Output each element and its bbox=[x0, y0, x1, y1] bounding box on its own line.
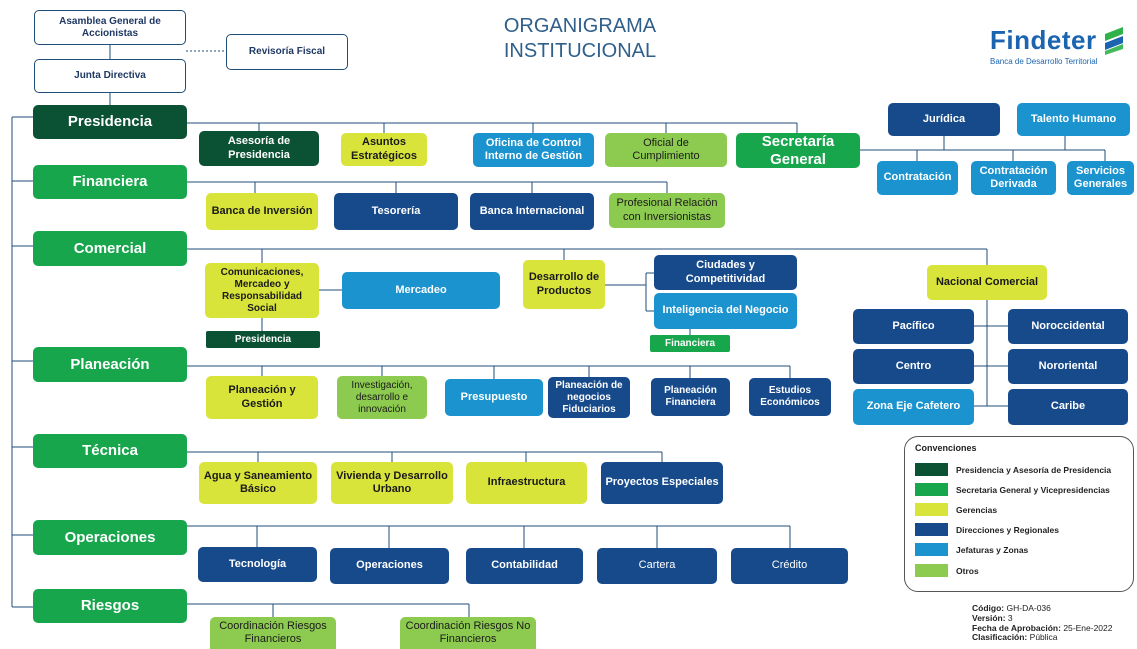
legend-item: Otros bbox=[915, 564, 979, 577]
planeacion-financiera-box: Planeación Financiera bbox=[651, 378, 730, 416]
asamblea-box: Asamblea General de Accionistas bbox=[34, 10, 186, 45]
revisoria-box: Revisoría Fiscal bbox=[226, 34, 348, 70]
banca-inversion-box: Banca de Inversión bbox=[206, 193, 318, 230]
riesgos-no-financieros-box: Coordinación Riesgos No Financieros bbox=[400, 617, 536, 649]
presupuesto-box: Presupuesto bbox=[445, 379, 543, 416]
estudios-box: Estudios Económicos bbox=[749, 378, 831, 416]
logo-name: Findeter bbox=[990, 25, 1097, 55]
legend-swatch bbox=[915, 543, 948, 556]
document-meta: Código: GH-DA-036 Versión: 3 Fecha de Ap… bbox=[972, 603, 1113, 643]
presidencia-tag: Presidencia bbox=[206, 331, 320, 348]
noroccidental-box: Noroccidental bbox=[1008, 309, 1128, 344]
tecnologia-box: Tecnología bbox=[198, 547, 317, 582]
contratacion-derivada-box: Contratación Derivada bbox=[971, 161, 1056, 195]
legend-swatch bbox=[915, 503, 948, 516]
comunicaciones-box: Comunicaciones, Mercadeo y Responsabilid… bbox=[205, 263, 319, 318]
talento-box: Talento Humano bbox=[1017, 103, 1130, 136]
logo-subtitle: Banca de Desarrollo Territorial bbox=[990, 57, 1098, 66]
mercadeo-box: Mercadeo bbox=[342, 272, 500, 309]
junta-box: Junta Directiva bbox=[34, 59, 186, 93]
inteligencia-box: Inteligencia del Negocio bbox=[654, 293, 797, 329]
legend-swatch bbox=[915, 483, 948, 496]
ciudades-box: Ciudades y Competitividad bbox=[654, 255, 797, 290]
credito-box: Crédito bbox=[731, 548, 848, 584]
legend-item: Gerencias bbox=[915, 503, 997, 516]
banca-internacional-box: Banca Internacional bbox=[470, 193, 594, 230]
nacional-comercial-box: Nacional Comercial bbox=[927, 265, 1047, 300]
operaciones-unit-box: Operaciones bbox=[330, 548, 449, 584]
secretaria-box: Secretaría General bbox=[736, 133, 860, 168]
legend-item: Secretaria General y Vicepresidencias bbox=[915, 483, 1110, 496]
centro-box: Centro bbox=[853, 349, 974, 384]
legend-label: Jefaturas y Zonas bbox=[956, 544, 1029, 555]
tecnica-box: Técnica bbox=[33, 434, 187, 468]
control-box: Oficina de Control Interno de Gestión bbox=[473, 133, 594, 167]
meta-clasificacion: Clasificación: Pública bbox=[972, 632, 1058, 643]
legend-label: Otros bbox=[956, 565, 979, 576]
comercial-box: Comercial bbox=[33, 231, 187, 266]
legend-swatch bbox=[915, 564, 948, 577]
negocios-fiduciarios-box: Planeación de negocios Fiduciarios bbox=[548, 377, 630, 418]
findeter-s-logo-icon bbox=[1104, 27, 1123, 55]
legend-label: Secretaria General y Vicepresidencias bbox=[956, 484, 1110, 495]
financiera-box: Financiera bbox=[33, 165, 187, 199]
presidencia-box: Presidencia bbox=[33, 105, 187, 139]
caribe-box: Caribe bbox=[1008, 389, 1128, 425]
legend-label: Presidencia y Asesoría de Presidencia bbox=[956, 464, 1112, 475]
tesoreria-box: Tesorería bbox=[334, 193, 458, 230]
asuntos-box: Asuntos Estratégicos bbox=[341, 133, 427, 166]
contabilidad-box: Contabilidad bbox=[466, 548, 583, 584]
proyectos-box: Proyectos Especiales bbox=[601, 462, 723, 504]
chart-title: ORGANIGRAMA INSTITUCIONAL bbox=[470, 14, 690, 64]
legend-label: Direcciones y Regionales bbox=[956, 524, 1059, 535]
investigacion-box: Investigación, desarrollo e innovación bbox=[337, 376, 427, 419]
vivienda-box: Vivienda y Desarrollo Urbano bbox=[331, 462, 453, 504]
planeacion-gestion-box: Planeación y Gestión bbox=[206, 376, 318, 419]
asesoria-box: Asesoría de Presidencia bbox=[199, 131, 319, 166]
meta-codigo: Código: GH-DA-036 bbox=[972, 603, 1051, 613]
meta-fecha: Fecha de Aprobación: 25-Ene-2022 bbox=[972, 622, 1113, 633]
profesional-box: Profesional Relación con Inversionistas bbox=[609, 193, 725, 228]
financiera-tag: Financiera bbox=[650, 335, 730, 352]
riesgos-financieros-box: Coordinación Riesgos Financieros bbox=[210, 617, 336, 649]
juridica-box: Jurídica bbox=[888, 103, 1000, 136]
desarrollo-productos-box: Desarrollo de Productos bbox=[523, 260, 605, 309]
agua-box: Agua y Saneamiento Básico bbox=[199, 462, 317, 504]
pacifico-box: Pacífico bbox=[853, 309, 974, 344]
legend-swatch bbox=[915, 463, 948, 476]
chart-title-line2: INSTITUCIONAL bbox=[503, 40, 657, 62]
legend-item: Presidencia y Asesoría de Presidencia bbox=[915, 463, 1111, 476]
contratacion-box: Contratación bbox=[877, 161, 958, 195]
legend-title: Convenciones bbox=[915, 443, 977, 453]
legend-item: Jefaturas y Zonas bbox=[915, 543, 1028, 556]
legend-label: Gerencias bbox=[956, 504, 998, 515]
infraestructura-box: Infraestructura bbox=[466, 462, 587, 504]
findeter-logo: Findeter Banca de Desarrollo Territorial bbox=[990, 25, 1130, 66]
chart-title-line1: ORGANIGRAMA bbox=[503, 15, 657, 37]
legend-item: Direcciones y Regionales bbox=[915, 523, 1059, 536]
legend: Convenciones Presidencia y Asesoría de P… bbox=[904, 436, 1134, 592]
zona-eje-box: Zona Eje Cafetero bbox=[853, 389, 974, 425]
servicios-box: Servicios Generales bbox=[1067, 161, 1134, 195]
nororiental-box: Nororiental bbox=[1008, 349, 1128, 384]
planeacion-box: Planeación bbox=[33, 347, 187, 382]
operaciones-box: Operaciones bbox=[33, 520, 187, 555]
oficial-box: Oficial de Cumplimiento bbox=[605, 133, 727, 167]
cartera-box: Cartera bbox=[597, 548, 717, 584]
meta-version: Versión: 3 bbox=[972, 612, 1013, 623]
riesgos-box: Riesgos bbox=[33, 589, 187, 623]
legend-swatch bbox=[915, 523, 948, 536]
